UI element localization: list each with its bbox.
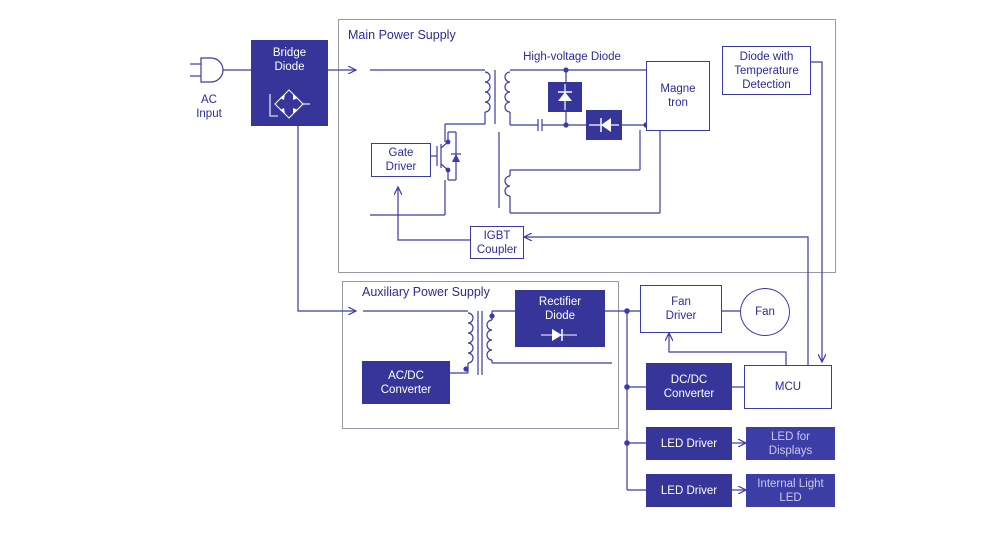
bridge-rectifier-icon	[269, 89, 310, 119]
led-driver-internal-block: LED Driver	[646, 474, 732, 507]
hv-diode-2-symbol	[589, 118, 619, 132]
bridge-diode-label: Bridge Diode	[272, 47, 307, 73]
led-for-displays-block: LED for Displays	[746, 427, 835, 460]
wire-bridge-to-aux	[297, 126, 356, 311]
hv-diode-1-symbol	[558, 84, 572, 110]
wire-mcu-to-coupler	[524, 237, 809, 365]
bridge-diode-block: Bridge Diode	[251, 40, 328, 126]
hv-diode-label: High-voltage Diode	[523, 51, 621, 63]
acdc-converter-block: AC/DC Converter	[362, 361, 450, 404]
gate-driver-block: Gate Driver	[371, 143, 431, 177]
internal-light-led-block: Internal Light LED	[746, 474, 835, 507]
ac-plug-icon	[190, 57, 251, 83]
wire-coupler-to-gate	[398, 187, 470, 241]
rectifier-diode-icon	[541, 329, 577, 341]
main-transformer	[370, 69, 661, 214]
aux-power-supply-title: Auxiliary Power Supply	[362, 285, 490, 299]
mcu-block: MCU	[744, 365, 832, 409]
magnetron-block: Magne tron	[646, 61, 710, 131]
main-power-supply-title: Main Power Supply	[348, 28, 456, 42]
wire-mcu-to-fandriver	[669, 333, 787, 365]
led-driver-displays-block: LED Driver	[646, 427, 732, 460]
igbt-icon	[370, 124, 461, 216]
rectifier-diode-block: Rectifier Diode	[515, 290, 605, 347]
wire-tempdiode-to-mcu	[810, 61, 822, 362]
igbt-coupler-block: IGBT Coupler	[470, 226, 524, 259]
main-power-supply-frame	[338, 19, 836, 273]
aux-power-supply-frame	[342, 281, 619, 429]
fan-block: Fan	[740, 288, 790, 336]
fan-driver-block: Fan Driver	[640, 285, 722, 333]
aux-transformer	[363, 310, 612, 375]
dcdc-converter-block: DC/DC Converter	[646, 363, 732, 410]
temp-detection-diode-block: Diode with Temperature Detection	[722, 46, 811, 95]
hv-diode-network	[563, 67, 649, 128]
rectifier-diode-label: Rectifier Diode	[538, 296, 582, 322]
ac-input-label: AC Input	[196, 94, 222, 120]
